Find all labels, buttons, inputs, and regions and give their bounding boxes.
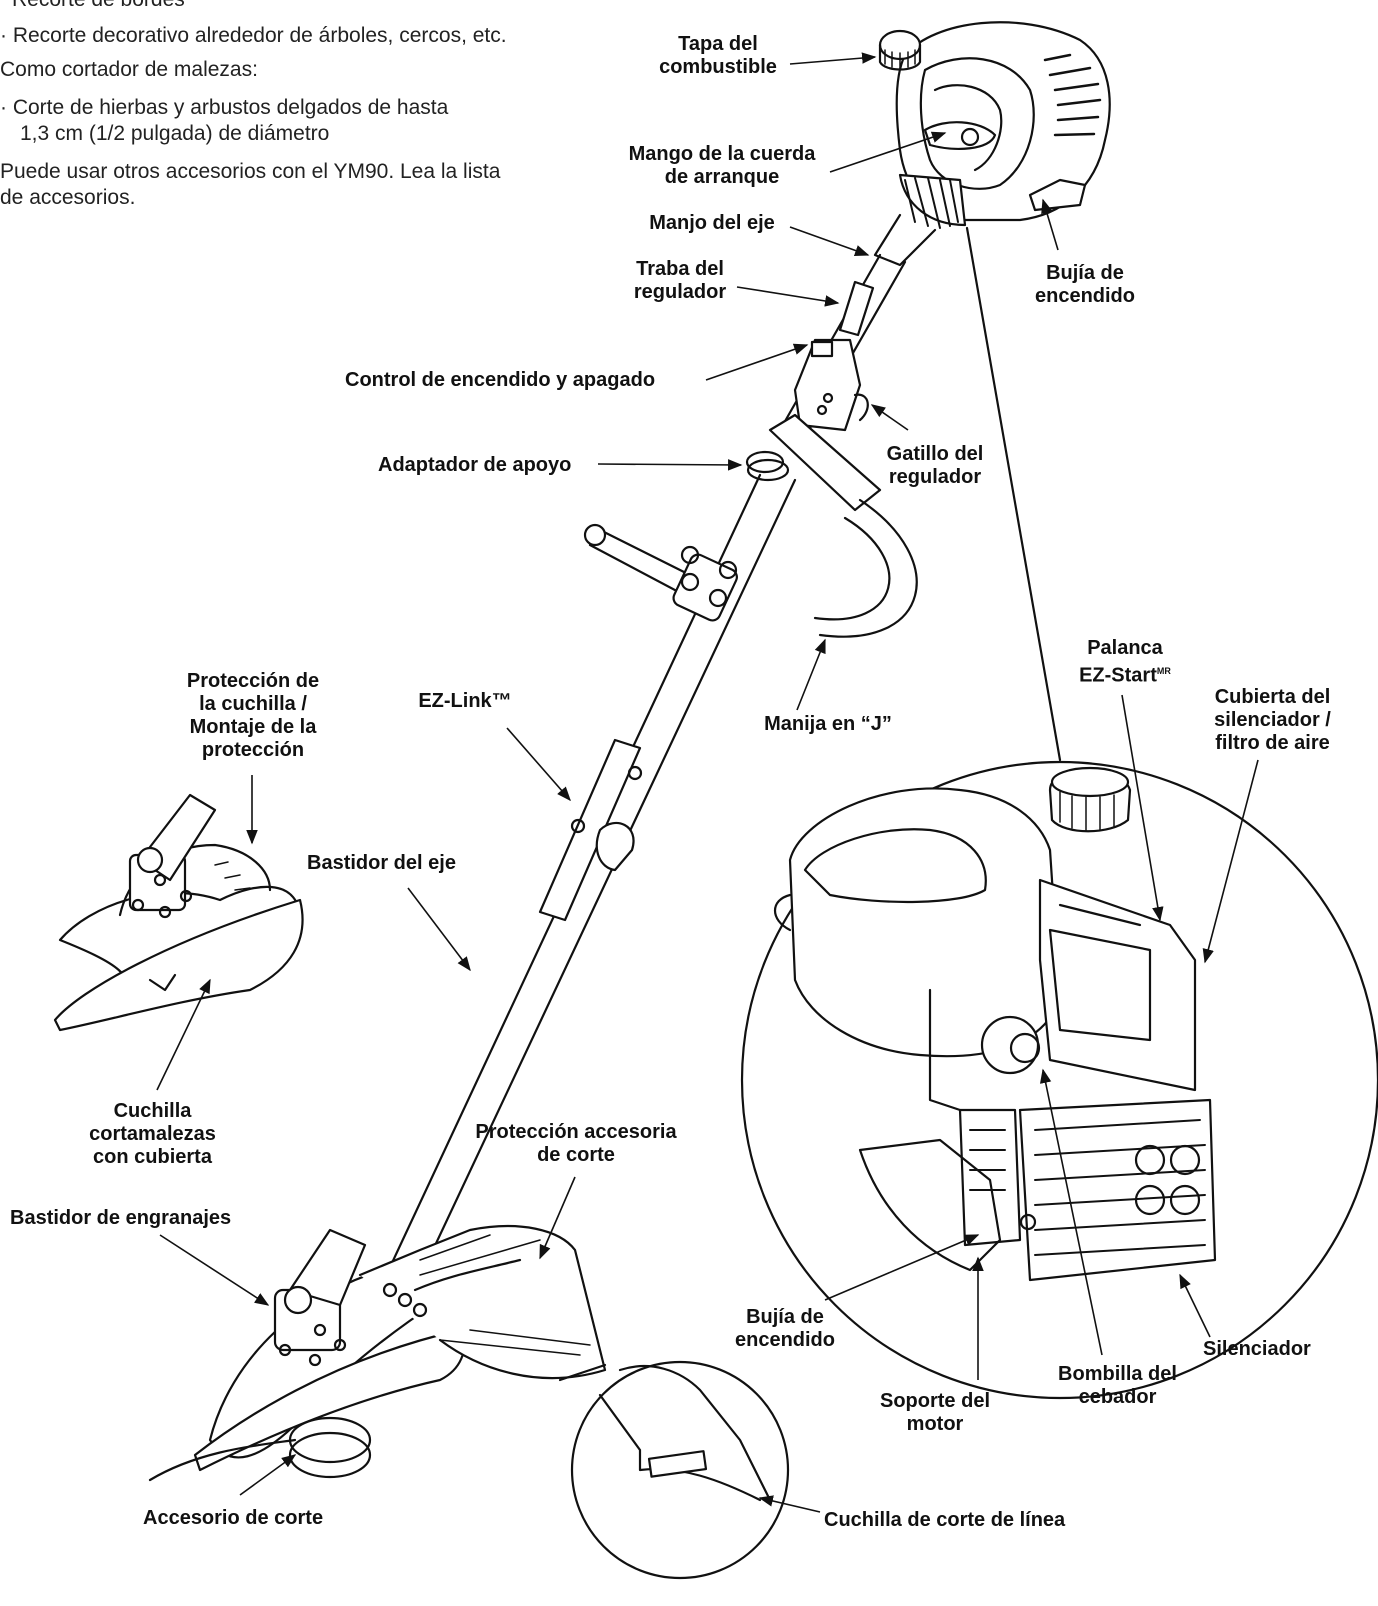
engine-top: [873, 21, 1111, 267]
label-starter-handle-line-1: Mango de la cuerda: [628, 143, 816, 165]
label-blade-guard-line-4: protección: [201, 739, 305, 761]
label-spark-plug-top-line-2: encendido: [1034, 285, 1135, 307]
label-fuel-cap-line-1: Tapa del: [678, 33, 758, 55]
label-shaft-handle-line-1: Manjo del eje: [649, 212, 775, 234]
label-blade-guard-line-1: Protección de: [186, 670, 320, 692]
label-throttle-lock-line-2: regulador: [633, 281, 727, 303]
label-ez-start-line-2: EZ-StartMR: [1060, 660, 1190, 688]
label-throttle-trigger: Gatillo del regulador: [870, 443, 1000, 489]
label-throttle-lock-line-1: Traba del: [636, 258, 724, 280]
label-blade-guard-line-3: Montaje de la: [189, 716, 317, 738]
label-fuel-cap-line-2: combustible: [659, 56, 777, 78]
label-starter-handle: Mango de la cuerda de arranque: [612, 143, 832, 189]
label-brush-blade-line-2: cortamalezas: [89, 1123, 216, 1145]
label-primer-bulb-line-1: Bombilla del: [1058, 1363, 1177, 1385]
label-shaft-frame: Bastidor del eje: [307, 852, 456, 875]
gear-head-art: [148, 1224, 607, 1482]
label-support-adapter-line-1: Adaptador de apoyo: [378, 454, 572, 476]
intro-line-5: 1,3 cm (1/2 pulgada) de diámetro: [20, 122, 330, 145]
label-muffler-line-1: Silenciador: [1203, 1338, 1311, 1360]
label-cutting-attachment: Accesorio de corte: [143, 1507, 323, 1530]
label-engine-mount-line-2: motor: [906, 1413, 964, 1435]
label-j-handle-line-1: Manija en “J”: [764, 713, 892, 735]
label-j-handle: Manija en “J”: [748, 713, 908, 736]
label-muffler-cover-line-1: Cubierta del: [1214, 686, 1331, 708]
intro-line-4-text: Corte de hierbas y arbustos delgados de …: [12, 96, 449, 119]
label-spark-plug-bottom-line-1: Bujía de: [746, 1306, 824, 1328]
label-shaft-frame-line-1: Bastidor del eje: [307, 852, 456, 874]
label-spark-plug-top: Bujía de encendido: [1025, 262, 1145, 308]
label-on-off-control-line-1: Control de encendido y apagado: [345, 369, 656, 391]
label-line-blade-line-1: Cuchilla de corte de línea: [824, 1509, 1066, 1531]
intro-line-1: Recorte de bordes: [12, 0, 185, 12]
label-blade-guard-line-2: la cuchilla /: [199, 693, 307, 715]
intro-line-2: · Recorte decorativo alrededor de árbole…: [0, 24, 507, 47]
blade-guard-art: [53, 793, 304, 1032]
label-engine-mount-line-1: Soporte del: [879, 1390, 990, 1412]
label-brush-blade: Cuchilla cortamalezas con cubierta: [80, 1100, 225, 1169]
label-on-off-control: Control de encendido y apagado: [345, 369, 655, 392]
label-ez-link-line-1: EZ-Link™: [418, 690, 512, 712]
label-gear-frame-line-1: Bastidor de engranajes: [10, 1207, 232, 1229]
label-muffler-cover: Cubierta del silenciador / filtro de air…: [1200, 686, 1345, 755]
label-ez-start-line-1: Palanca: [1087, 637, 1163, 659]
label-muffler: Silenciador: [1203, 1338, 1311, 1361]
label-muffler-cover-line-3: filtro de aire: [1215, 732, 1330, 754]
intro-line-7: de accesorios.: [0, 186, 136, 209]
intro-line-3: Como cortador de malezas:: [0, 58, 258, 81]
label-accessory-guard-line-1: Protección accesoria: [475, 1121, 677, 1143]
label-cutting-attachment-line-1: Accesorio de corte: [143, 1507, 324, 1529]
label-blade-guard: Protección de la cuchilla / Montaje de l…: [178, 670, 328, 762]
label-spark-plug-top-line-1: Bujía de: [1046, 262, 1124, 284]
label-ez-link: EZ-Link™: [405, 690, 525, 713]
label-gear-frame: Bastidor de engranajes: [10, 1207, 231, 1230]
intro-line-6: Puede usar otros accesorios con el YM90.…: [0, 160, 501, 183]
label-throttle-trigger-line-2: regulador: [888, 466, 982, 488]
label-spark-plug-bottom: Bujía de encendido: [725, 1306, 845, 1352]
label-spark-plug-bottom-line-2: encendido: [734, 1329, 835, 1351]
label-starter-handle-line-2: de arranque: [664, 166, 780, 188]
label-brush-blade-line-3: con cubierta: [93, 1146, 212, 1168]
label-brush-blade-line-1: Cuchilla: [113, 1100, 192, 1122]
label-ez-start: Palanca EZ-StartMR: [1060, 637, 1190, 688]
label-muffler-cover-line-2: silenciador /: [1214, 709, 1331, 731]
label-shaft-handle: Manjo del eje: [632, 212, 792, 235]
intro-line-2-text: Recorte decorativo alrededor de árboles,…: [12, 24, 507, 47]
label-throttle-trigger-line-1: Gatillo del: [886, 443, 984, 465]
label-fuel-cap: Tapa del combustible: [648, 33, 788, 79]
label-accessory-guard-line-2: de corte: [537, 1144, 615, 1166]
label-primer-bulb-line-2: cebador: [1078, 1386, 1157, 1408]
label-ez-start-line-2-text: EZ-Start: [1079, 664, 1157, 687]
label-engine-mount: Soporte del motor: [870, 1390, 1000, 1436]
label-accessory-guard: Protección accesoria de corte: [458, 1121, 694, 1167]
label-support-adapter: Adaptador de apoyo: [378, 454, 571, 477]
label-throttle-lock: Traba del regulador: [615, 258, 745, 304]
label-primer-bulb: Bombilla del cebador: [1045, 1363, 1190, 1409]
intro-line-4: · Corte de hierbas y arbustos delgados d…: [0, 96, 449, 119]
label-line-blade: Cuchilla de corte de línea: [824, 1509, 1065, 1532]
label-ez-start-superscript: MR: [1156, 666, 1171, 676]
